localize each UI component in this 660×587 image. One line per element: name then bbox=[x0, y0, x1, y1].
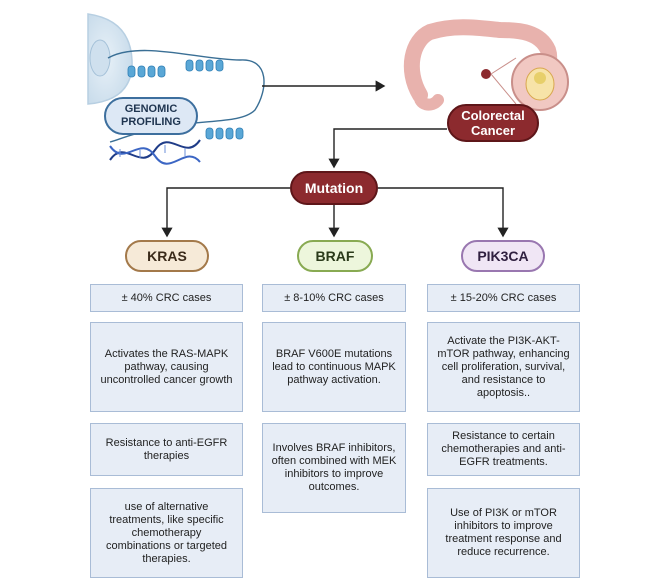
pik3ca-treatment-box: Use of PI3K or mTOR inhibitors to improv… bbox=[427, 488, 580, 578]
chromatin-strand-illustration bbox=[107, 49, 265, 143]
pik3ca-treatment-text: Use of PI3K or mTOR inhibitors to improv… bbox=[445, 507, 562, 558]
genomic-profiling-label: GENOMIC PROFILING bbox=[121, 103, 181, 128]
pik3ca-label: PIK3CA bbox=[477, 248, 529, 264]
pik3ca-prevalence-box: ± 15-20% CRC cases bbox=[427, 284, 580, 312]
kras-prevalence-box: ± 40% CRC cases bbox=[90, 284, 243, 312]
pik3ca-resistance-box: Resistance to certain chemotherapies and… bbox=[427, 423, 580, 476]
kras-node: KRAS bbox=[125, 240, 209, 272]
dna-helix-icon bbox=[109, 139, 201, 165]
braf-label: BRAF bbox=[315, 248, 355, 264]
pik3ca-mechanism-text: Activate the PI3K-AKT-mTOR pathway, enha… bbox=[437, 334, 570, 399]
braf-treatment-box: Involves BRAF inhibitors, often combined… bbox=[262, 423, 406, 513]
braf-treatment-text: Involves BRAF inhibitors, often combined… bbox=[271, 442, 397, 493]
mutation-label: Mutation bbox=[304, 180, 364, 196]
colorectal-cancer-node: Colorectal Cancer bbox=[447, 104, 539, 142]
kras-treatment-box: use of alternative treatments, like spec… bbox=[90, 488, 243, 578]
mutation-node: Mutation bbox=[290, 171, 378, 205]
kras-mechanism-box: Activates the RAS-MAPK pathway, causing … bbox=[90, 322, 243, 412]
braf-mechanism-text: BRAF V600E mutations lead to continuous … bbox=[272, 347, 396, 386]
cell-illustration bbox=[87, 13, 133, 105]
kras-prevalence-text: ± 40% CRC cases bbox=[121, 291, 212, 304]
braf-prevalence-text: ± 8-10% CRC cases bbox=[284, 291, 384, 304]
braf-mechanism-box: BRAF V600E mutations lead to continuous … bbox=[262, 322, 406, 412]
kras-resistance-text: Resistance to anti-EGFR therapies bbox=[105, 436, 228, 462]
braf-node: BRAF bbox=[297, 240, 373, 272]
kras-label: KRAS bbox=[147, 248, 187, 264]
braf-prevalence-box: ± 8-10% CRC cases bbox=[262, 284, 406, 312]
pik3ca-prevalence-text: ± 15-20% CRC cases bbox=[450, 291, 557, 304]
colorectal-cancer-label: Colorectal Cancer bbox=[461, 108, 525, 138]
pik3ca-node: PIK3CA bbox=[461, 240, 545, 272]
genomic-profiling-node: GENOMIC PROFILING bbox=[104, 97, 198, 135]
kras-treatment-text: use of alternative treatments, like spec… bbox=[105, 500, 228, 565]
pik3ca-resistance-text: Resistance to certain chemotherapies and… bbox=[441, 430, 566, 468]
connector-arrows bbox=[161, 80, 509, 238]
tumor-magnified-icon bbox=[490, 53, 569, 111]
pik3ca-mechanism-box: Activate the PI3K-AKT-mTOR pathway, enha… bbox=[427, 322, 580, 412]
kras-mechanism-text: Activates the RAS-MAPK pathway, causing … bbox=[100, 347, 233, 386]
kras-resistance-box: Resistance to anti-EGFR therapies bbox=[90, 423, 243, 476]
